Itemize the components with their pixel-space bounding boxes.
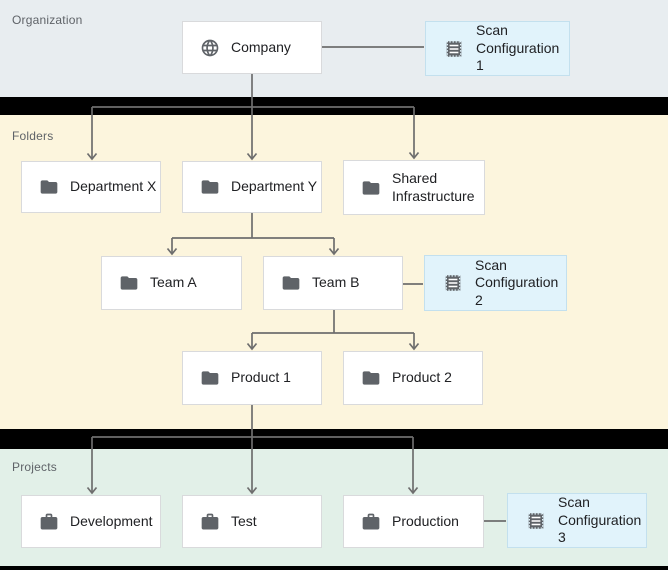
node-label: Test (231, 512, 257, 529)
node-team-a: Team A (101, 256, 242, 310)
node-label: Scan Configuration 1 (476, 22, 560, 74)
folder-icon (39, 177, 59, 197)
node-label: Production (392, 512, 459, 529)
node-label: Department Y (231, 178, 318, 195)
section-label-organization: Organization (12, 13, 83, 27)
node-scan-configuration-1: Scan Configuration 1 (425, 21, 570, 76)
node-label: Scan Configuration 2 (475, 256, 559, 308)
node-label: Product 1 (231, 369, 291, 386)
node-shared-infrastructure: Shared Infrastructure (343, 160, 485, 215)
folder-icon (281, 273, 301, 293)
divider-folders-projects (0, 429, 668, 449)
node-product-1: Product 1 (182, 351, 322, 405)
node-label: Development (70, 512, 153, 529)
node-label: Shared Infrastructure (392, 170, 475, 204)
node-scan-configuration-2: Scan Configuration 2 (424, 255, 567, 311)
node-label: Product 2 (392, 369, 452, 386)
node-label: Company (231, 38, 291, 55)
scan-config-icon (525, 510, 547, 532)
scan-config-icon (443, 38, 465, 60)
node-label: Team A (150, 274, 197, 291)
folder-icon (361, 178, 381, 198)
node-department-x: Department X (21, 161, 161, 213)
node-label: Department X (70, 178, 157, 195)
node-production: Production (343, 495, 484, 548)
node-test: Test (182, 495, 322, 548)
node-department-y: Department Y (182, 161, 322, 213)
node-development: Development (21, 495, 161, 548)
folder-icon (119, 273, 139, 293)
section-label-projects: Projects (12, 460, 57, 474)
node-team-b: Team B (263, 256, 403, 310)
folder-icon (200, 368, 220, 388)
node-label: Team B (312, 274, 360, 291)
section-label-folders: Folders (12, 129, 54, 143)
briefcase-icon (361, 512, 381, 532)
globe-icon (200, 38, 220, 58)
scan-config-icon (442, 272, 464, 294)
divider-bottom-edge (0, 566, 668, 570)
briefcase-icon (200, 512, 220, 532)
folder-icon (361, 368, 381, 388)
node-company: Company (182, 21, 322, 74)
briefcase-icon (39, 512, 59, 532)
node-label: Scan Configuration 3 (558, 494, 642, 546)
folder-icon (200, 177, 220, 197)
divider-organization-folders (0, 97, 668, 115)
node-product-2: Product 2 (343, 351, 483, 405)
node-scan-configuration-3: Scan Configuration 3 (507, 493, 647, 548)
